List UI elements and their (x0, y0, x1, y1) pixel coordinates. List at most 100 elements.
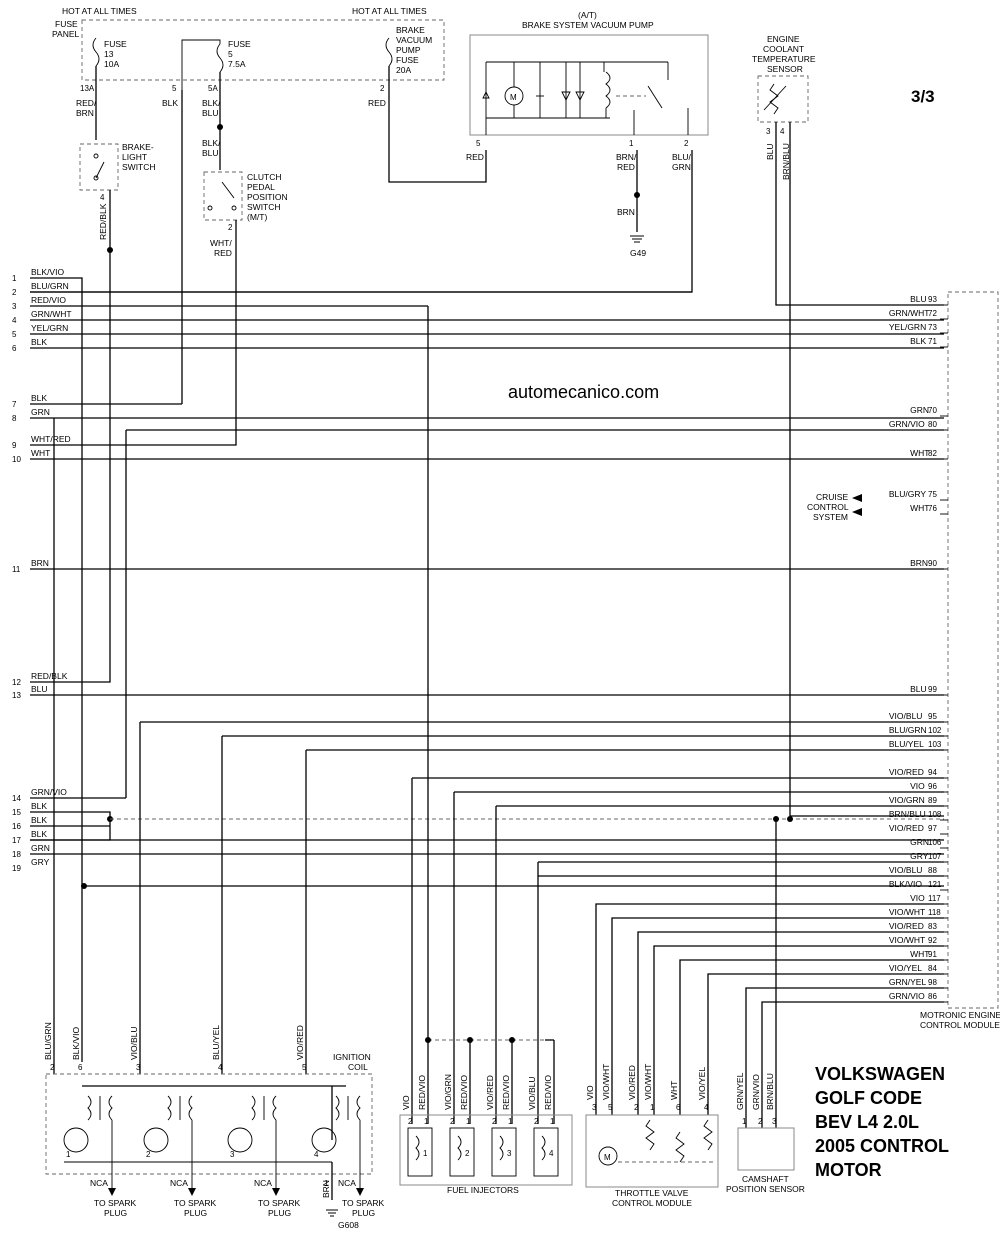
injector-wire-color: RED/VIO (543, 1075, 553, 1110)
injector-pin-number: 1 (466, 1117, 471, 1126)
wire-red-vac (388, 66, 487, 183)
injector-pin-number: 1 (508, 1117, 513, 1126)
top-wires: RED/ BRN BLK BLK/ BLU BLK/ BLU RED (76, 66, 487, 404)
ect-l1: ENGINE (767, 34, 800, 44)
brake-light-l1: BRAKE- (122, 142, 154, 152)
injector-coil (415, 1135, 420, 1161)
splice-brnred (634, 192, 640, 198)
coil-primary-winding (251, 1095, 256, 1121)
ecm-wire-color: WHT (910, 949, 929, 959)
ecm-pin-number: 102 (928, 726, 942, 735)
spark-arrow-icon (108, 1188, 116, 1196)
fuse-panel-label-2: PANEL (52, 29, 80, 39)
ect-l4: SENSOR (767, 64, 803, 74)
title-l1: VOLKSWAGEN (815, 1064, 945, 1084)
ect-pin3: 3 (766, 127, 771, 136)
title-l5: MOTOR (815, 1160, 882, 1180)
label-red: RED (368, 98, 386, 108)
spark-arrow-icon (272, 1188, 280, 1196)
vac-fuse-l1: BRAKE (396, 25, 425, 35)
ecm-l2: CONTROL MODULE (920, 1020, 1000, 1030)
left-wire-color: BRN (31, 558, 49, 568)
brake-light-l2: LIGHT (122, 152, 147, 162)
g608-label: G608 (338, 1220, 359, 1230)
fuse13-num: 13 (104, 49, 114, 59)
label-whtred-1: WHT/ (210, 238, 232, 248)
label-blkblu-2: BLU (202, 108, 219, 118)
injector-number: 3 (507, 1149, 512, 1158)
injector-wire-color: RED/VIO (417, 1075, 427, 1110)
nca-label: NCA (90, 1178, 108, 1188)
brake-switch-arm (95, 161, 105, 179)
coil-number: 1 (66, 1150, 71, 1159)
vp-brnred-2: RED (617, 162, 635, 172)
wire-whtred-9 (30, 220, 237, 446)
fuse5-symbol (216, 43, 224, 73)
left-wire-color: GRN/WHT (31, 309, 72, 319)
coil-pin-number: 4 (218, 1063, 223, 1072)
coil-primary-winding (167, 1095, 172, 1121)
injector-number: 1 (423, 1149, 428, 1158)
relay-leads (633, 62, 689, 135)
cam-pin-number: 2 (758, 1117, 763, 1126)
ecm-wire-color: GRN/WHT (889, 308, 930, 318)
left-wire-color: YEL/GRN (31, 323, 68, 333)
relay-contact (647, 85, 663, 109)
tv-wire (679, 959, 944, 1115)
splice-dot (787, 816, 793, 822)
ecm-wire-color: VIO/RED (889, 921, 924, 931)
tv-box (585, 1114, 719, 1188)
spark-arrow-icon (188, 1188, 196, 1196)
wire-blkvio-1 (30, 277, 83, 1062)
fuse-panel-box (81, 19, 445, 81)
clutch-contact-b (231, 205, 237, 211)
vp-brn: BRN (617, 207, 635, 217)
left-wire-number: 19 (12, 864, 21, 873)
left-wire-labels: 1BLK/VIO2BLU/GRN3RED/VIO4GRN/WHT5YEL/GRN… (12, 267, 72, 873)
left-wire-number: 12 (12, 678, 21, 687)
injector-body (533, 1127, 559, 1177)
ecm-pin-number: 117 (928, 894, 941, 903)
ign-l2: COIL (348, 1062, 368, 1072)
pin-2: 2 (380, 84, 385, 93)
ecm-pin-number: 99 (928, 685, 937, 694)
ecm-pin-number: 90 (928, 559, 937, 568)
ground-g608-icon (326, 1209, 338, 1217)
ecm-wire-color: BLU/GRY (889, 489, 926, 499)
cruise-l2: CONTROL (807, 502, 849, 512)
left-wire-number: 8 (12, 414, 17, 423)
inj-box (399, 1114, 573, 1186)
left-wire-number: 13 (12, 691, 21, 700)
injector-pin-number: 2 (534, 1117, 539, 1126)
vac-fuse-l5: 20A (396, 65, 411, 75)
left-wire-number: 1 (12, 274, 17, 283)
ecm-wire-color: VIO/BLU (889, 865, 923, 875)
spark-plug-label-2: PLUG (184, 1208, 207, 1218)
vac-pump-at: (A/T) (578, 10, 597, 20)
ect-blu: BLU (765, 143, 775, 160)
coil-wire-color: BLU/GRN (43, 1022, 53, 1060)
left-wire-color: BLK (31, 337, 47, 347)
label-redblk: RED/BLK (98, 203, 108, 240)
coil-secondary-winding (272, 1095, 277, 1121)
cruise-l1: CRUISE (816, 492, 848, 502)
ecm-pin-number: 80 (928, 420, 937, 429)
left-wire-number: 7 (12, 400, 17, 409)
left-wire-number: 15 (12, 808, 21, 817)
brake-switch-pin4: 4 (100, 193, 105, 202)
left-wire-color: RED/BLK (31, 671, 68, 681)
pin-5a: 5A (208, 84, 218, 93)
ecm-wire-color: VIO (910, 781, 925, 791)
injector-wire-color: VIO/RED (485, 1075, 495, 1110)
nca-label: NCA (170, 1178, 188, 1188)
left-wire-color: GRN (31, 843, 50, 853)
label-blkblu-1: BLK/ (202, 98, 221, 108)
ecm-wire-color: VIO (910, 893, 925, 903)
injector-wire-color: VIO/BLU (527, 1076, 537, 1110)
cruise-arrow-2 (852, 508, 862, 516)
ecm-pin-number: 82 (928, 449, 937, 458)
tv-wire-color: VIO/RED (627, 1065, 637, 1100)
coil-transistor (311, 1127, 337, 1153)
vp-red: RED (466, 152, 484, 162)
